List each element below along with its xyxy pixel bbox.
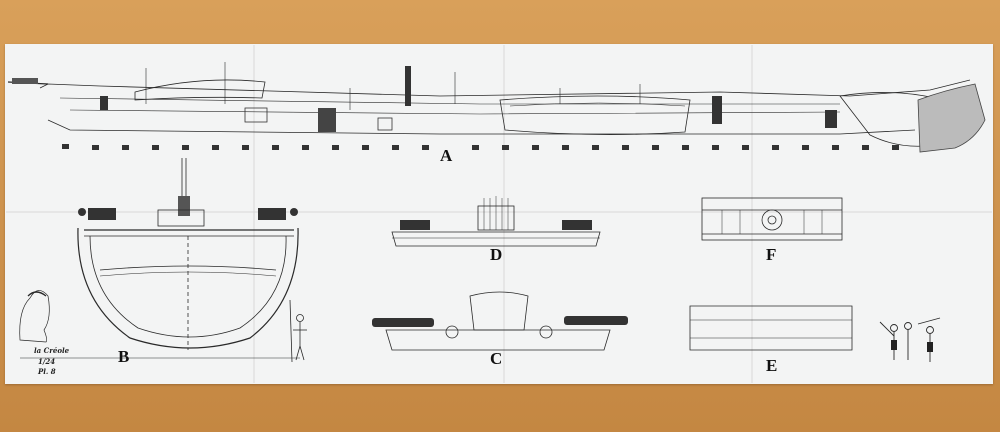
section-view-c [372,291,628,351]
plan-number: Pl. 8 [38,367,56,376]
view-label-b: B [118,347,130,366]
plan-title: la Créole [34,346,70,355]
sailor-figure-b [289,299,307,363]
view-label-a: A [440,146,453,165]
plan-sheet [5,44,993,384]
deck-plan-a [7,62,986,153]
portrait-drawing [19,290,50,343]
view-label-c: C [490,349,503,368]
sailor-group-e [879,317,941,362]
section-view-f [701,197,843,241]
section-view-e [689,305,853,351]
view-label-f: F [766,245,777,264]
plan-scale: 1/24 [38,357,56,366]
section-view-b [20,158,300,359]
view-label-d: D [490,245,503,264]
view-label-e: E [766,356,778,375]
sheet-folds [6,45,992,383]
section-view-d [391,196,601,247]
